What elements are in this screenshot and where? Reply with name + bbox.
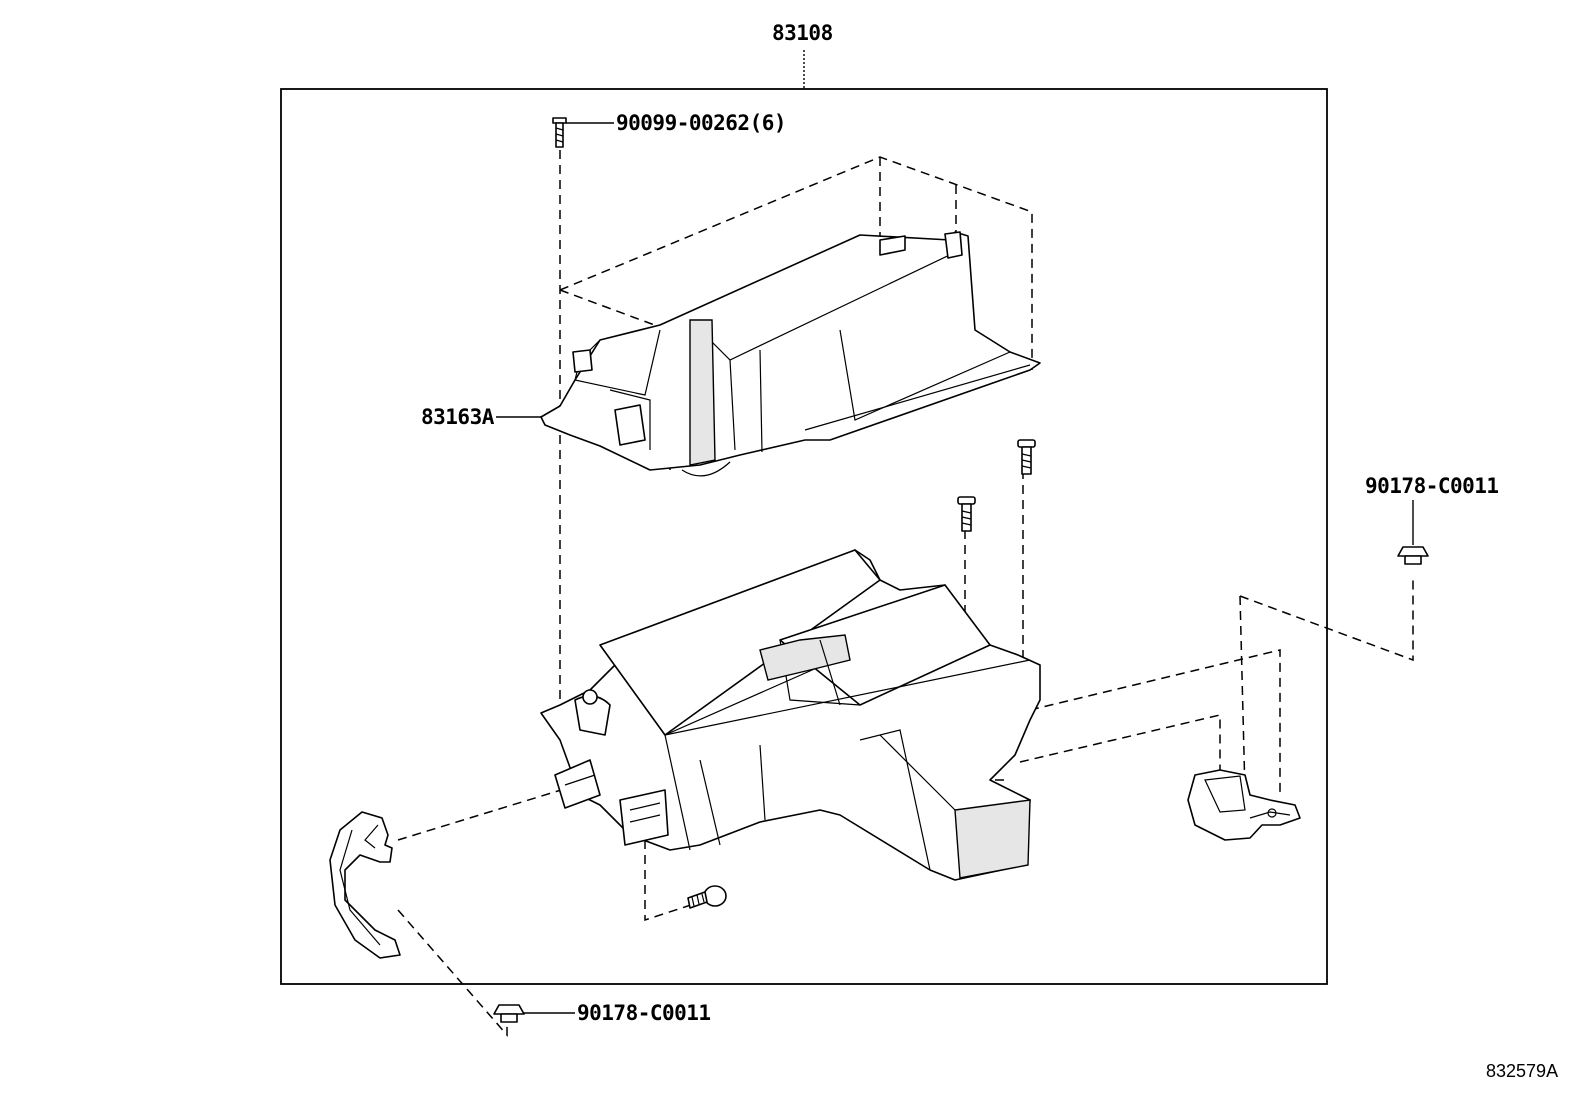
label-screw-top: 90099-00262(6) [616,111,786,135]
bracket-left-part [329,811,401,959]
bracket-right-part [1187,769,1301,841]
screw-top-icon [552,117,567,148]
reference-code: 832579A [1486,1061,1558,1081]
label-clip-right: 90178-C0011 [1365,474,1499,498]
label-clip-bottom: 90178-C0011 [577,1001,711,1025]
upper-case-part [540,231,1041,477]
label-upper-case: 83163A [421,405,495,429]
clip-bottom-icon [493,1004,525,1023]
bolt-right-upper-icon [1017,439,1036,475]
label-assembly: 83108 [772,21,833,45]
clip-right-icon [1397,546,1429,565]
screw-bottom-icon [687,885,727,909]
assembly-frame [280,88,1328,985]
lower-case-part [540,549,1041,881]
bolt-right-lower-icon [957,496,976,532]
